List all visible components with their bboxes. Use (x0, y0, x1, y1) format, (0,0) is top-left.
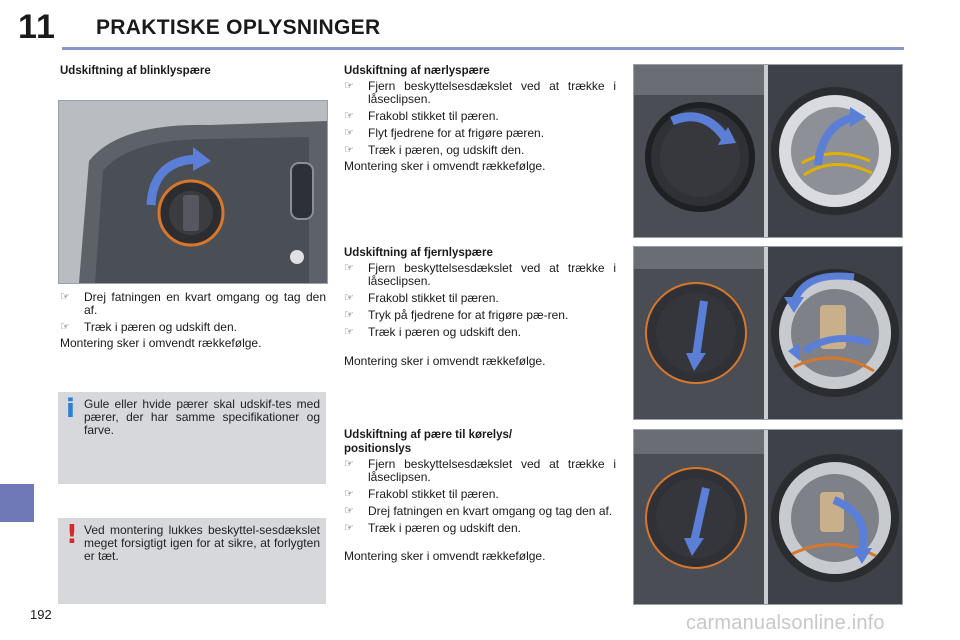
finger-pointer-icon: ☞ (344, 505, 354, 517)
list-item: ☞Træk i pæren og udskift den. (344, 521, 521, 535)
photo-fjernlys (633, 246, 903, 420)
finger-pointer-icon: ☞ (344, 127, 354, 139)
finger-pointer-icon: ☞ (344, 326, 354, 338)
finger-pointer-icon: ☞ (60, 321, 70, 333)
section-title-line: Udskiftning af pære til kørelys/ (344, 429, 513, 441)
steps-fjernlys: ☞Fjern beskyttelsesdækslet ved at trække… (344, 262, 616, 343)
finger-pointer-icon: ☞ (344, 80, 354, 92)
chapter-number: 11 (18, 8, 56, 46)
chapter-tab-marker (0, 484, 34, 522)
list-item: ☞Træk i pæren og udskift den. (60, 320, 237, 334)
closing-koerelys: Montering sker i omvendt rækkefølge. (344, 549, 546, 563)
closing-naerlys: Montering sker i omvendt rækkefølge. (344, 159, 546, 173)
finger-pointer-icon: ☞ (344, 458, 354, 470)
page-number: 192 (30, 607, 52, 622)
info-note-text: Gule eller hvide pærer skal udskif-tes m… (84, 397, 320, 437)
list-item: ☞Fjern beskyttelsesdækslet ved at trække… (344, 457, 616, 484)
finger-pointer-icon: ☞ (344, 522, 354, 534)
warning-note-text: Ved montering lukkes beskyttel-sesdæksle… (84, 523, 320, 563)
finger-pointer-icon: ☞ (344, 309, 354, 321)
header-divider (62, 47, 904, 50)
closing-fjernlys: Montering sker i omvendt rækkefølge. (344, 354, 546, 368)
list-item: ☞Fjern beskyttelsesdækslet ved at trække… (344, 261, 616, 288)
photo-blinklys (58, 100, 328, 284)
section-title-blinklys: Udskiftning af blinklyspære (60, 65, 211, 77)
steps-koerelys: ☞Fjern beskyttelsesdækslet ved at trække… (344, 458, 616, 539)
info-note: i Gule eller hvide pærer skal udskif-tes… (58, 392, 326, 484)
list-item: ☞Drej fatningen en kvart omgang og tag d… (60, 290, 326, 317)
photo-naerlys (633, 64, 903, 238)
section-title-koerelys: Udskiftning af pære til kørelys/ positio… (344, 428, 616, 456)
finger-pointer-icon: ☞ (60, 291, 70, 303)
list-item: ☞Tryk på fjedrene for at frigøre pæ-ren. (344, 308, 569, 322)
list-item: ☞Træk i pæren, og udskift den. (344, 143, 525, 157)
list-item: ☞Flyt fjedrene for at frigøre pæren. (344, 126, 545, 140)
finger-pointer-icon: ☞ (344, 488, 354, 500)
list-item: ☞Træk i pæren og udskift den. (344, 325, 521, 339)
list-item: ☞Drej fatningen en kvart omgang og tag d… (344, 504, 613, 518)
finger-pointer-icon: ☞ (344, 292, 354, 304)
finger-pointer-icon: ☞ (344, 262, 354, 274)
list-item: ☞Fjern beskyttelsesdækslet ved at trække… (344, 79, 616, 106)
list-item: ☞Frakobl stikket til pæren. (344, 109, 499, 123)
closing-blinklys: Montering sker i omvendt rækkefølge. (60, 336, 262, 350)
finger-pointer-icon: ☞ (344, 144, 354, 156)
section-title-naerlys: Udskiftning af nærlyspære (344, 65, 490, 77)
steps-naerlys: ☞Fjern beskyttelsesdækslet ved at trække… (344, 80, 616, 161)
warning-icon: ! (66, 520, 78, 550)
info-icon: i (66, 394, 75, 424)
photo-koerelys (633, 429, 903, 605)
list-item: ☞Frakobl stikket til pæren. (344, 487, 499, 501)
watermark: carmanualsonline.info (686, 612, 885, 634)
list-item: ☞Frakobl stikket til pæren. (344, 291, 499, 305)
steps-blinklys: ☞Drej fatningen en kvart omgang og tag d… (60, 291, 326, 338)
section-title-fjernlys: Udskiftning af fjernlyspære (344, 247, 493, 259)
finger-pointer-icon: ☞ (344, 110, 354, 122)
warning-note: ! Ved montering lukkes beskyttel-sesdæks… (58, 518, 326, 604)
section-title-line: positionslys (344, 443, 412, 455)
chapter-title: PRAKTISKE OPLYSNINGER (96, 16, 381, 39)
